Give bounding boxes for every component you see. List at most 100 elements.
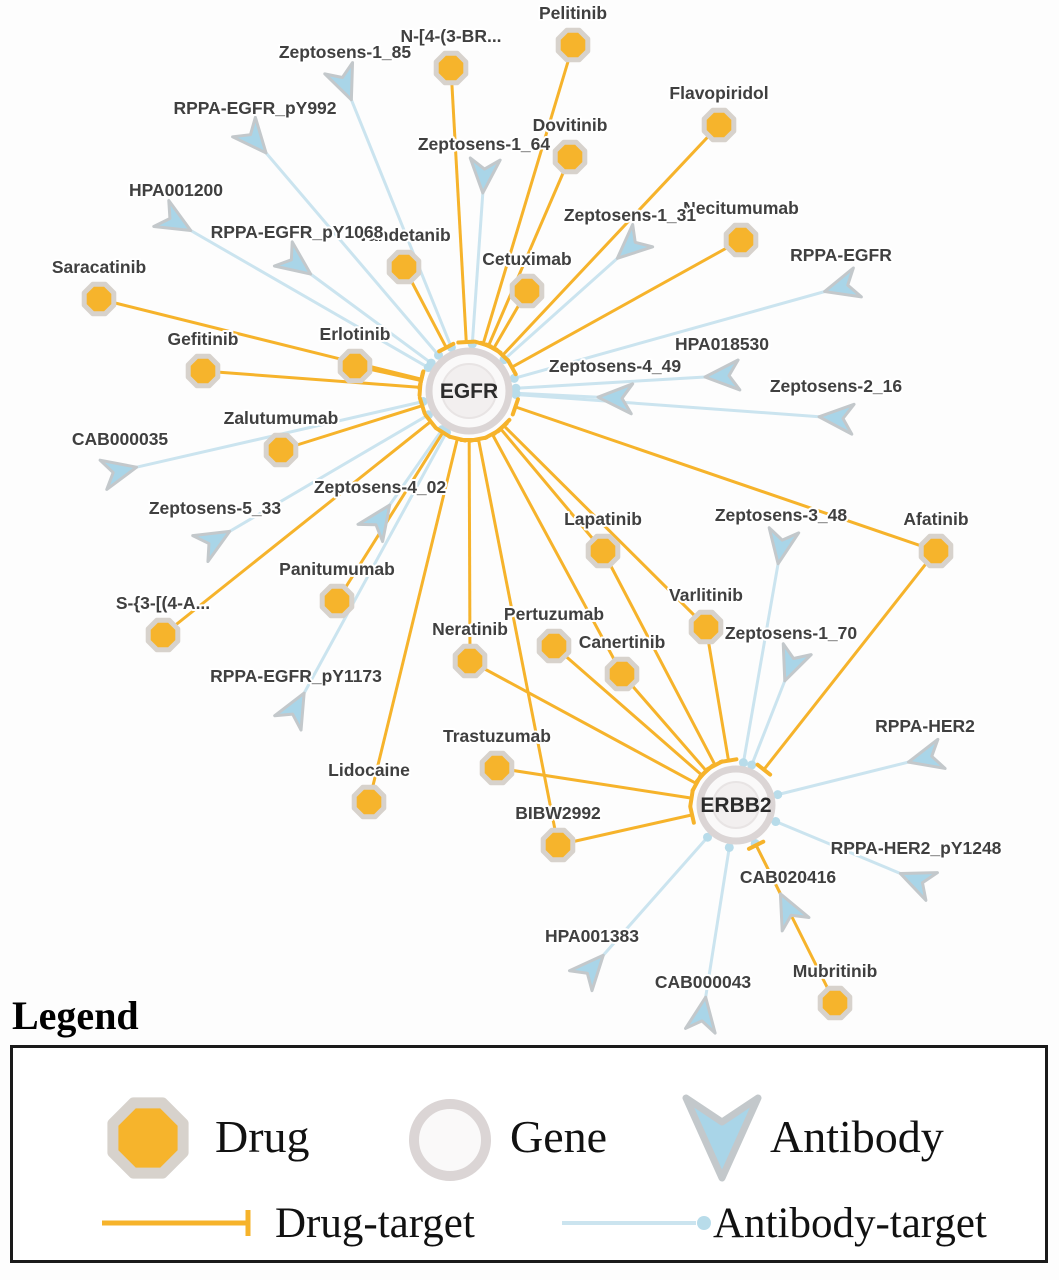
drug-node-label: Lidocaine	[328, 760, 410, 780]
antibody-node-label: Zeptosens-1_85	[279, 42, 412, 62]
drug-node-pelitinib[interactable]	[555, 27, 591, 63]
antibody-node-rppa-egfr-py1068[interactable]	[272, 240, 319, 286]
drug-node-label: Trastuzumab	[443, 726, 551, 746]
antibody-target-edge-zeptosens-3-48	[741, 546, 783, 763]
antibody-edge-dot	[747, 760, 757, 770]
antibody-node-zeptosens-1-64[interactable]	[468, 156, 502, 195]
antibody-node-hpa001200[interactable]	[152, 199, 198, 244]
drug-target-edge-neratinib	[467, 439, 472, 662]
drug-target-edge-varlitinib	[704, 626, 731, 761]
antibody-node-rppa-her2[interactable]	[905, 737, 947, 776]
drug-node-necitumumab[interactable]	[723, 222, 759, 258]
drug-node-label: Afatinib	[903, 509, 968, 529]
drug-legend-label: Drug	[215, 1111, 310, 1162]
antibody-node-zeptosens-2-16[interactable]	[817, 402, 856, 436]
antibody-node-label: Zeptosens-1_64	[418, 134, 551, 154]
drug-node-lidocaine[interactable]	[351, 784, 387, 820]
antibody-target-edge-cab000043	[701, 847, 731, 1015]
drug-node-dovitinib[interactable]	[552, 139, 588, 175]
antibody-target-legend-label: Antibody-target	[713, 1200, 987, 1247]
antibody-node-label: Zeptosens-3_48	[715, 505, 848, 525]
drug-node-neratinib[interactable]	[452, 643, 488, 679]
drug-node-mubritinib[interactable]	[817, 985, 853, 1021]
antibody-edge-dot	[511, 389, 521, 399]
drug-edge-tee	[468, 435, 489, 443]
antibody-edge-dot	[509, 373, 519, 383]
drug-node-gefitinib[interactable]	[185, 353, 221, 389]
drug-target-edge-lapatinib	[499, 427, 605, 552]
drug-node-saracatinib[interactable]	[81, 281, 117, 317]
drug-edge-tee	[510, 397, 520, 417]
antibody-node-label: RPPA-EGFR_pY992	[173, 98, 336, 118]
antibody-edge-dot	[426, 358, 436, 368]
gene-node-egfr[interactable]	[425, 347, 513, 435]
antibody-edge-dot	[773, 790, 783, 800]
drug-node-n-4-3-br[interactable]	[433, 50, 469, 86]
antibody-node-label: Zeptosens-5_33	[149, 498, 282, 518]
drug-node-label: Zalutumumab	[224, 408, 339, 428]
drug-node-label: Mubritinib	[793, 961, 878, 981]
antibody-node-hpa001383[interactable]	[568, 945, 615, 993]
antibody-node-label: RPPA-EGFR_pY1173	[210, 666, 382, 686]
drug-target-edge-pelitinib	[481, 44, 575, 345]
drug-node-panitumumab[interactable]	[319, 583, 355, 619]
antibody-node-label: Zeptosens-4_49	[549, 356, 682, 376]
drug-node-erlotinib[interactable]	[337, 348, 373, 384]
antibody-node-rppa-egfr-py1173[interactable]	[273, 686, 318, 732]
gene-node-erbb2[interactable]	[696, 765, 776, 845]
drug-edge-tee	[698, 763, 715, 779]
antibody-node-zeptosens-5-33[interactable]	[191, 518, 238, 564]
drug-node-varlitinib[interactable]	[688, 609, 724, 645]
antibody-node-label: HPA001383	[545, 926, 639, 946]
legend-box: Drug Gene Antibody Drug-target Antibody-…	[10, 1045, 1048, 1263]
drug-node-afatinib[interactable]	[918, 533, 954, 569]
drug-edge-tee	[688, 805, 696, 825]
drug-node-cetuximab[interactable]	[509, 273, 545, 309]
drug-node-s-3-4-a[interactable]	[145, 617, 181, 653]
antibody-node-label: RPPA-HER2_pY1248	[831, 838, 1002, 858]
antibody-node-label: CAB000043	[655, 972, 752, 992]
antibody-node-zeptosens-3-48[interactable]	[763, 526, 801, 567]
drug-node-vandetanib[interactable]	[386, 249, 422, 285]
drug-node-label: Vandetanib	[357, 225, 450, 245]
antibody-node-hpa018530[interactable]	[703, 358, 742, 392]
drug-node-label: Necitumumab	[683, 198, 799, 218]
antibody-node-zeptosens-4-02[interactable]	[356, 496, 402, 544]
antibody-node-zeptosens-4-49[interactable]	[596, 382, 635, 416]
drug-edge-tee	[484, 342, 503, 355]
labels-layer: EGFRERBB2PelitinibN-[4-(3-BR...Flavopiri…	[50, 1, 1004, 994]
drug-node-canertinib[interactable]	[604, 656, 640, 692]
antibody-node-cab000043[interactable]	[684, 995, 721, 1035]
antibody-node-cab000035[interactable]	[98, 453, 140, 491]
antibody-node-rppa-egfr-py992[interactable]	[231, 115, 278, 162]
drug-edge-tee	[417, 370, 425, 391]
drug-node-flavopiridol[interactable]	[701, 107, 737, 143]
antibody-target-edge-hpa001383	[590, 836, 709, 969]
antibody-node-rppa-egfr[interactable]	[821, 266, 863, 306]
antibody-node-label: RPPA-EGFR_pY1068	[211, 222, 384, 242]
drug-node-zalutumumab[interactable]	[263, 432, 299, 468]
network-graph: EGFRERBB2PelitinibN-[4-(3-BR...Flavopiri…	[50, 1, 1004, 1035]
antibody-node-rppa-her2-py1248[interactable]	[895, 860, 939, 902]
antibody-node-label: Zeptosens-1_70	[725, 623, 858, 643]
antibody-target-edge-zeptosens-2-16	[515, 392, 837, 420]
antibody-node-cab020416[interactable]	[767, 887, 811, 933]
drug-node-bibw2992[interactable]	[540, 827, 576, 863]
drug-node-label: Canertinib	[579, 632, 666, 652]
drug-node-label: N-[4-(3-BR...	[400, 26, 501, 46]
antibody-node-zeptosens-1-85[interactable]	[323, 61, 366, 106]
drug-node-trastuzumab[interactable]	[479, 750, 515, 786]
antibody-legend-label: Antibody	[770, 1111, 944, 1162]
drug-target-edge-canertinib	[620, 673, 708, 773]
edges-layer	[98, 44, 938, 1015]
antibody-node-label: CAB000035	[72, 429, 169, 449]
antibody-node-zeptosens-1-31[interactable]	[607, 222, 655, 269]
antibody-target-edge-rppa-egfr-py1068	[296, 262, 433, 365]
drug-node-pertuzumab[interactable]	[536, 628, 572, 664]
antibody-node-label: HPA001200	[129, 180, 223, 200]
drug-target-edge-bibw2992	[476, 438, 560, 846]
drug-target-legend-label: Drug-target	[275, 1200, 475, 1247]
drug-target-edge-panitumumab	[335, 431, 445, 602]
drug-node-lapatinib[interactable]	[585, 533, 621, 569]
antibody-node-zeptosens-1-70[interactable]	[771, 642, 813, 687]
